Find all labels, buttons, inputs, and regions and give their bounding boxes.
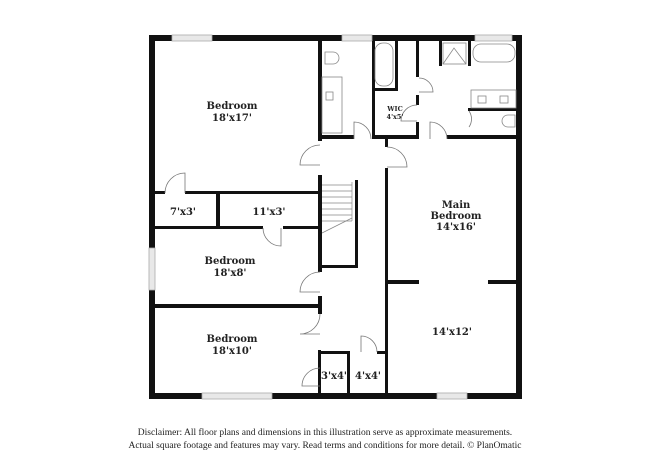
room-name: Main [442, 200, 471, 211]
door-swing [400, 104, 418, 122]
door-swing [299, 271, 321, 293]
interior-walls [155, 41, 519, 399]
room-name: Bedroom [431, 211, 482, 222]
room-size: 18'x17' [212, 113, 252, 124]
door-swing [262, 227, 282, 247]
room-name: Bedroom [207, 334, 258, 345]
sink-icon [325, 91, 334, 101]
outer-walls [149, 35, 522, 399]
door-swing [360, 335, 378, 353]
sink-icon [499, 95, 509, 104]
room-size: 4'x5' [387, 113, 404, 121]
door-swing [299, 313, 321, 335]
room-size: 14'x12' [432, 327, 472, 338]
room-name: WIC [386, 105, 403, 113]
toilet-icon [324, 51, 340, 65]
door-swing [353, 121, 372, 140]
bathtub-icon [374, 42, 394, 87]
window [201, 392, 273, 400]
window [148, 247, 156, 291]
door-swing [429, 121, 448, 140]
door-swing [301, 367, 321, 387]
fixtures [321, 42, 517, 134]
doors [164, 77, 472, 387]
room-size: 18'x8' [214, 268, 247, 279]
room-name: Bedroom [207, 101, 258, 112]
vanity-icon [470, 89, 517, 109]
door-swing [299, 144, 321, 166]
room-labels: Bedroom 18'x17' Bedroom 18'x8' Bedroom 1… [170, 101, 482, 382]
room-size: 3'x4' [321, 371, 347, 382]
windows [148, 34, 513, 400]
disclaimer-line-2: Actual square footage and features may v… [128, 441, 522, 451]
sink-icon [477, 95, 487, 104]
vanity-icon [321, 76, 343, 134]
room-size: 11'x3' [253, 207, 286, 218]
shower-icon [442, 42, 467, 65]
room-name: Bedroom [205, 256, 256, 267]
room-size: 18'x10' [212, 346, 252, 357]
door-swing [468, 110, 472, 128]
door-swing [164, 172, 186, 194]
window [341, 34, 373, 42]
door-swing [418, 77, 434, 93]
window [436, 392, 468, 400]
door-swing [386, 146, 408, 168]
disclaimer-line-1: Disclaimer: All floor plans and dimensio… [137, 428, 513, 438]
room-size: 7'x3' [170, 207, 196, 218]
stairs [321, 182, 353, 234]
window [171, 34, 213, 42]
room-size: 14'x16' [436, 222, 476, 233]
room-size: 4'x4' [355, 371, 381, 382]
bathtub-icon [472, 43, 516, 63]
toilet-icon [501, 114, 516, 128]
window [474, 34, 513, 42]
